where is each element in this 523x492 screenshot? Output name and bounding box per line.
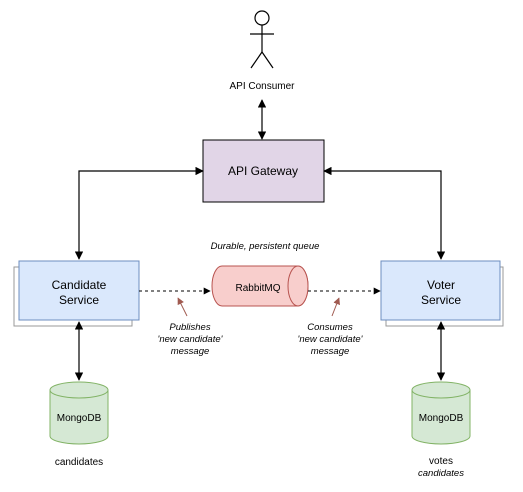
candidates-db-caption: candidates: [55, 457, 103, 468]
api-consumer-actor-icon: [250, 10, 274, 69]
votes-mongodb-cylinder: [411, 381, 471, 445]
candidate-service-line2: Service: [59, 293, 99, 307]
consume-note-line3: message: [311, 346, 350, 357]
consume-note-pointer: [331, 297, 340, 317]
votes-db-label: MongoDB: [419, 413, 464, 424]
voter-service-box: [380, 260, 504, 327]
candidates-mongodb-cylinder: [49, 381, 109, 445]
api-gateway-box: [202, 139, 325, 203]
candidate-service-box: [13, 260, 140, 327]
voter-service-line2: Service: [421, 293, 461, 307]
voter-service-line1: Voter: [427, 278, 455, 292]
votes-db-caption-votes: votes: [429, 456, 453, 467]
queue-caption: Durable, persistent queue: [211, 241, 320, 252]
consume-note-line1: Consumes: [307, 322, 353, 333]
gateway-candidate-connector: [74, 166, 204, 260]
publish-note-line1: Publishes: [169, 322, 210, 333]
rabbitmq-label: RabbitMQ: [235, 283, 280, 294]
gateway-voter-connector: [323, 166, 446, 260]
rabbitmq-queue-cylinder: [211, 265, 309, 307]
publish-note-line2: 'new candidate': [158, 334, 224, 345]
publish-note-line3: message: [171, 346, 210, 357]
api-gateway-label: API Gateway: [228, 164, 298, 178]
candidates-db-label: MongoDB: [57, 413, 102, 424]
consume-note-line2: 'new candidate': [298, 334, 364, 345]
api-consumer-label: API Consumer: [229, 81, 295, 92]
publish-note-pointer: [177, 297, 188, 317]
candidate-service-line1: Candidate: [52, 278, 107, 292]
votes-db-caption-candidates: candidates: [418, 468, 464, 479]
